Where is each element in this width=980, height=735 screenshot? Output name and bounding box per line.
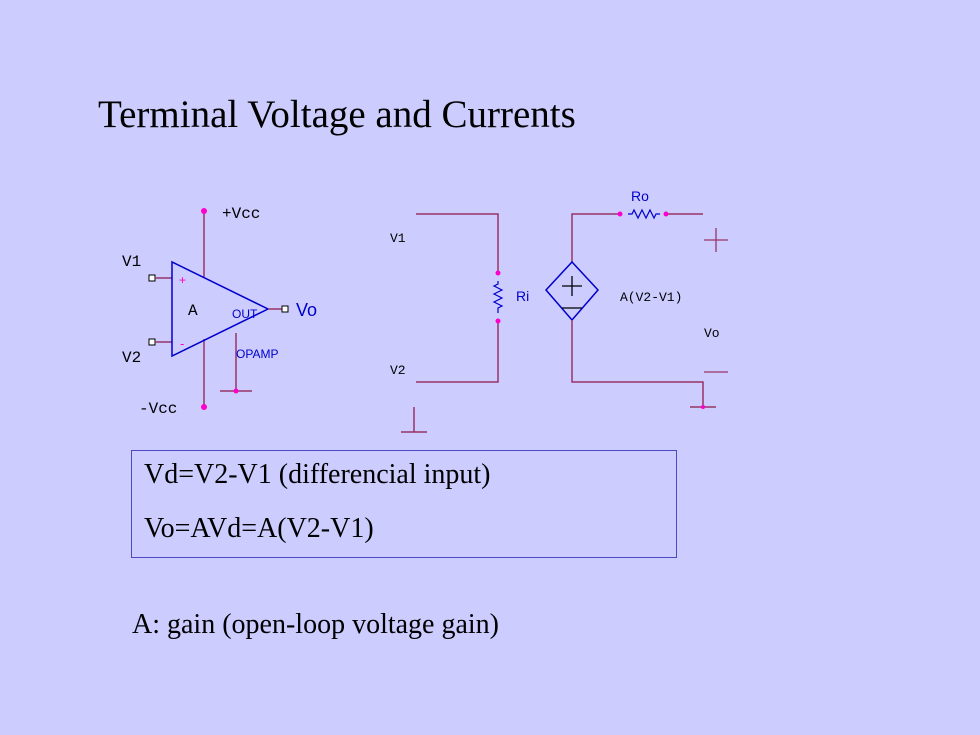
model-vo-label: Vo (704, 326, 720, 341)
equivalent-model: Ri Ro A(V2-V1) V1 V2 Vo (390, 188, 728, 433)
opamp-triangle (171, 260, 270, 358)
output-ground-node (701, 405, 705, 409)
vcc-neg-label: -Vcc (139, 400, 177, 418)
opamp-gain-label: A (188, 302, 198, 320)
opamp-part-label: OPAMP (236, 347, 278, 361)
v1-label: V1 (122, 253, 141, 271)
ri-bottom-node (495, 318, 501, 324)
equation-box: Vd=V2-V1 (differencial input) Vo=AVd=A(V… (131, 450, 677, 558)
ro-left-node (617, 211, 623, 217)
equation-output: Vo=AVd=A(V2-V1) (144, 513, 374, 544)
opamp-vo-label: Vo (296, 300, 317, 320)
ri-label: Ri (516, 288, 529, 304)
model-v1-label: V1 (390, 231, 406, 246)
vcc-pos-node (201, 208, 207, 214)
v1-input-wire (416, 213, 499, 273)
vcc-neg-node (201, 404, 207, 410)
ri-resistor-icon (492, 281, 504, 313)
opamp-out-label: OUT (232, 307, 258, 321)
opamp-plus-label: + (179, 273, 186, 287)
slide-title: Terminal Voltage and Currents (98, 93, 576, 136)
vcc-pos-label: +Vcc (222, 205, 260, 223)
opamp-minus-label: - (180, 336, 184, 351)
v1-terminal (148, 274, 156, 282)
ri-top-node (495, 270, 501, 276)
opamp-schematic: +Vcc -Vcc V1 V2 + - A OUT Vo OPAMP (122, 205, 317, 418)
vo-terminal (281, 305, 289, 313)
opamp-ground-node (233, 388, 239, 394)
output-bottom-wire (571, 320, 704, 407)
source-label: A(V2-V1) (620, 290, 682, 305)
model-v2-label: V2 (390, 363, 406, 378)
v2-input-wire (416, 321, 499, 383)
output-top-wire (571, 213, 620, 262)
ro-resistor-icon (628, 208, 660, 220)
v2-label: V2 (122, 349, 141, 367)
gain-note: A: gain (open-loop voltage gain) (132, 609, 500, 640)
ro-label: Ro (631, 188, 649, 204)
ro-right-node (663, 211, 669, 217)
v2-terminal (148, 338, 156, 346)
equation-differential: Vd=V2-V1 (differencial input) (144, 459, 491, 490)
